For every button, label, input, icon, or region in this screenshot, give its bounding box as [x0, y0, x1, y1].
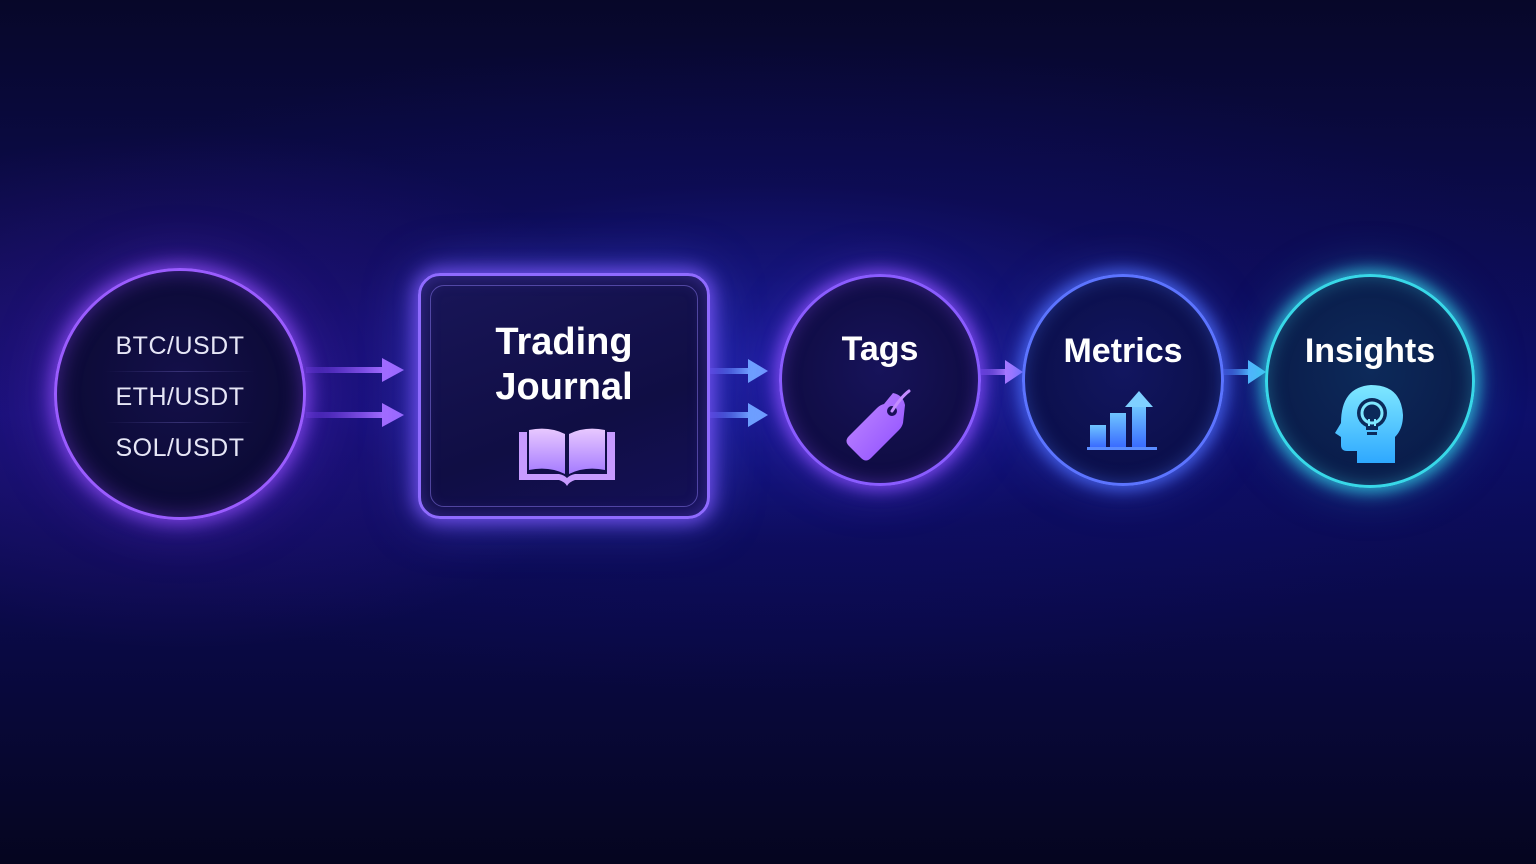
tags-title: Tags	[841, 330, 919, 368]
trading-journal-node: Trading Journal	[418, 273, 710, 519]
arrow-metrics-to-insights	[1224, 360, 1266, 384]
insights-node: Insights	[1265, 274, 1475, 488]
pair-divider	[105, 422, 255, 423]
pair-item: SOL/USDT	[115, 434, 245, 462]
arrow-pairs-to-journal-bottom	[306, 403, 404, 427]
arrow-journal-to-tags-top	[710, 359, 768, 383]
trading-pairs-node: BTC/USDT ETH/USDT SOL/USDT	[54, 268, 306, 520]
arrow-pairs-to-journal-top	[306, 358, 404, 382]
journal-title-line2: Journal	[495, 366, 633, 408]
arrow-tags-to-metrics	[981, 360, 1023, 384]
insights-title: Insights	[1304, 332, 1436, 370]
pair-item: ETH/USDT	[115, 383, 245, 411]
metrics-title: Metrics	[1063, 332, 1183, 370]
journal-inner-frame	[430, 285, 698, 507]
metrics-node: Metrics	[1022, 274, 1224, 486]
open-book-icon	[519, 428, 615, 486]
arrow-journal-to-tags-bottom	[710, 403, 768, 427]
tag-icon	[846, 389, 911, 461]
journal-title: Trading Journal	[421, 320, 707, 410]
tags-node: Tags	[779, 274, 981, 486]
journal-title-line1: Trading	[495, 321, 633, 363]
trading-pairs-list: BTC/USDT ETH/USDT SOL/USDT	[57, 321, 303, 473]
head-lightbulb-icon	[1335, 385, 1403, 463]
pair-divider	[105, 371, 255, 372]
bar-chart-up-icon	[1087, 391, 1157, 450]
pair-item: BTC/USDT	[115, 332, 245, 360]
